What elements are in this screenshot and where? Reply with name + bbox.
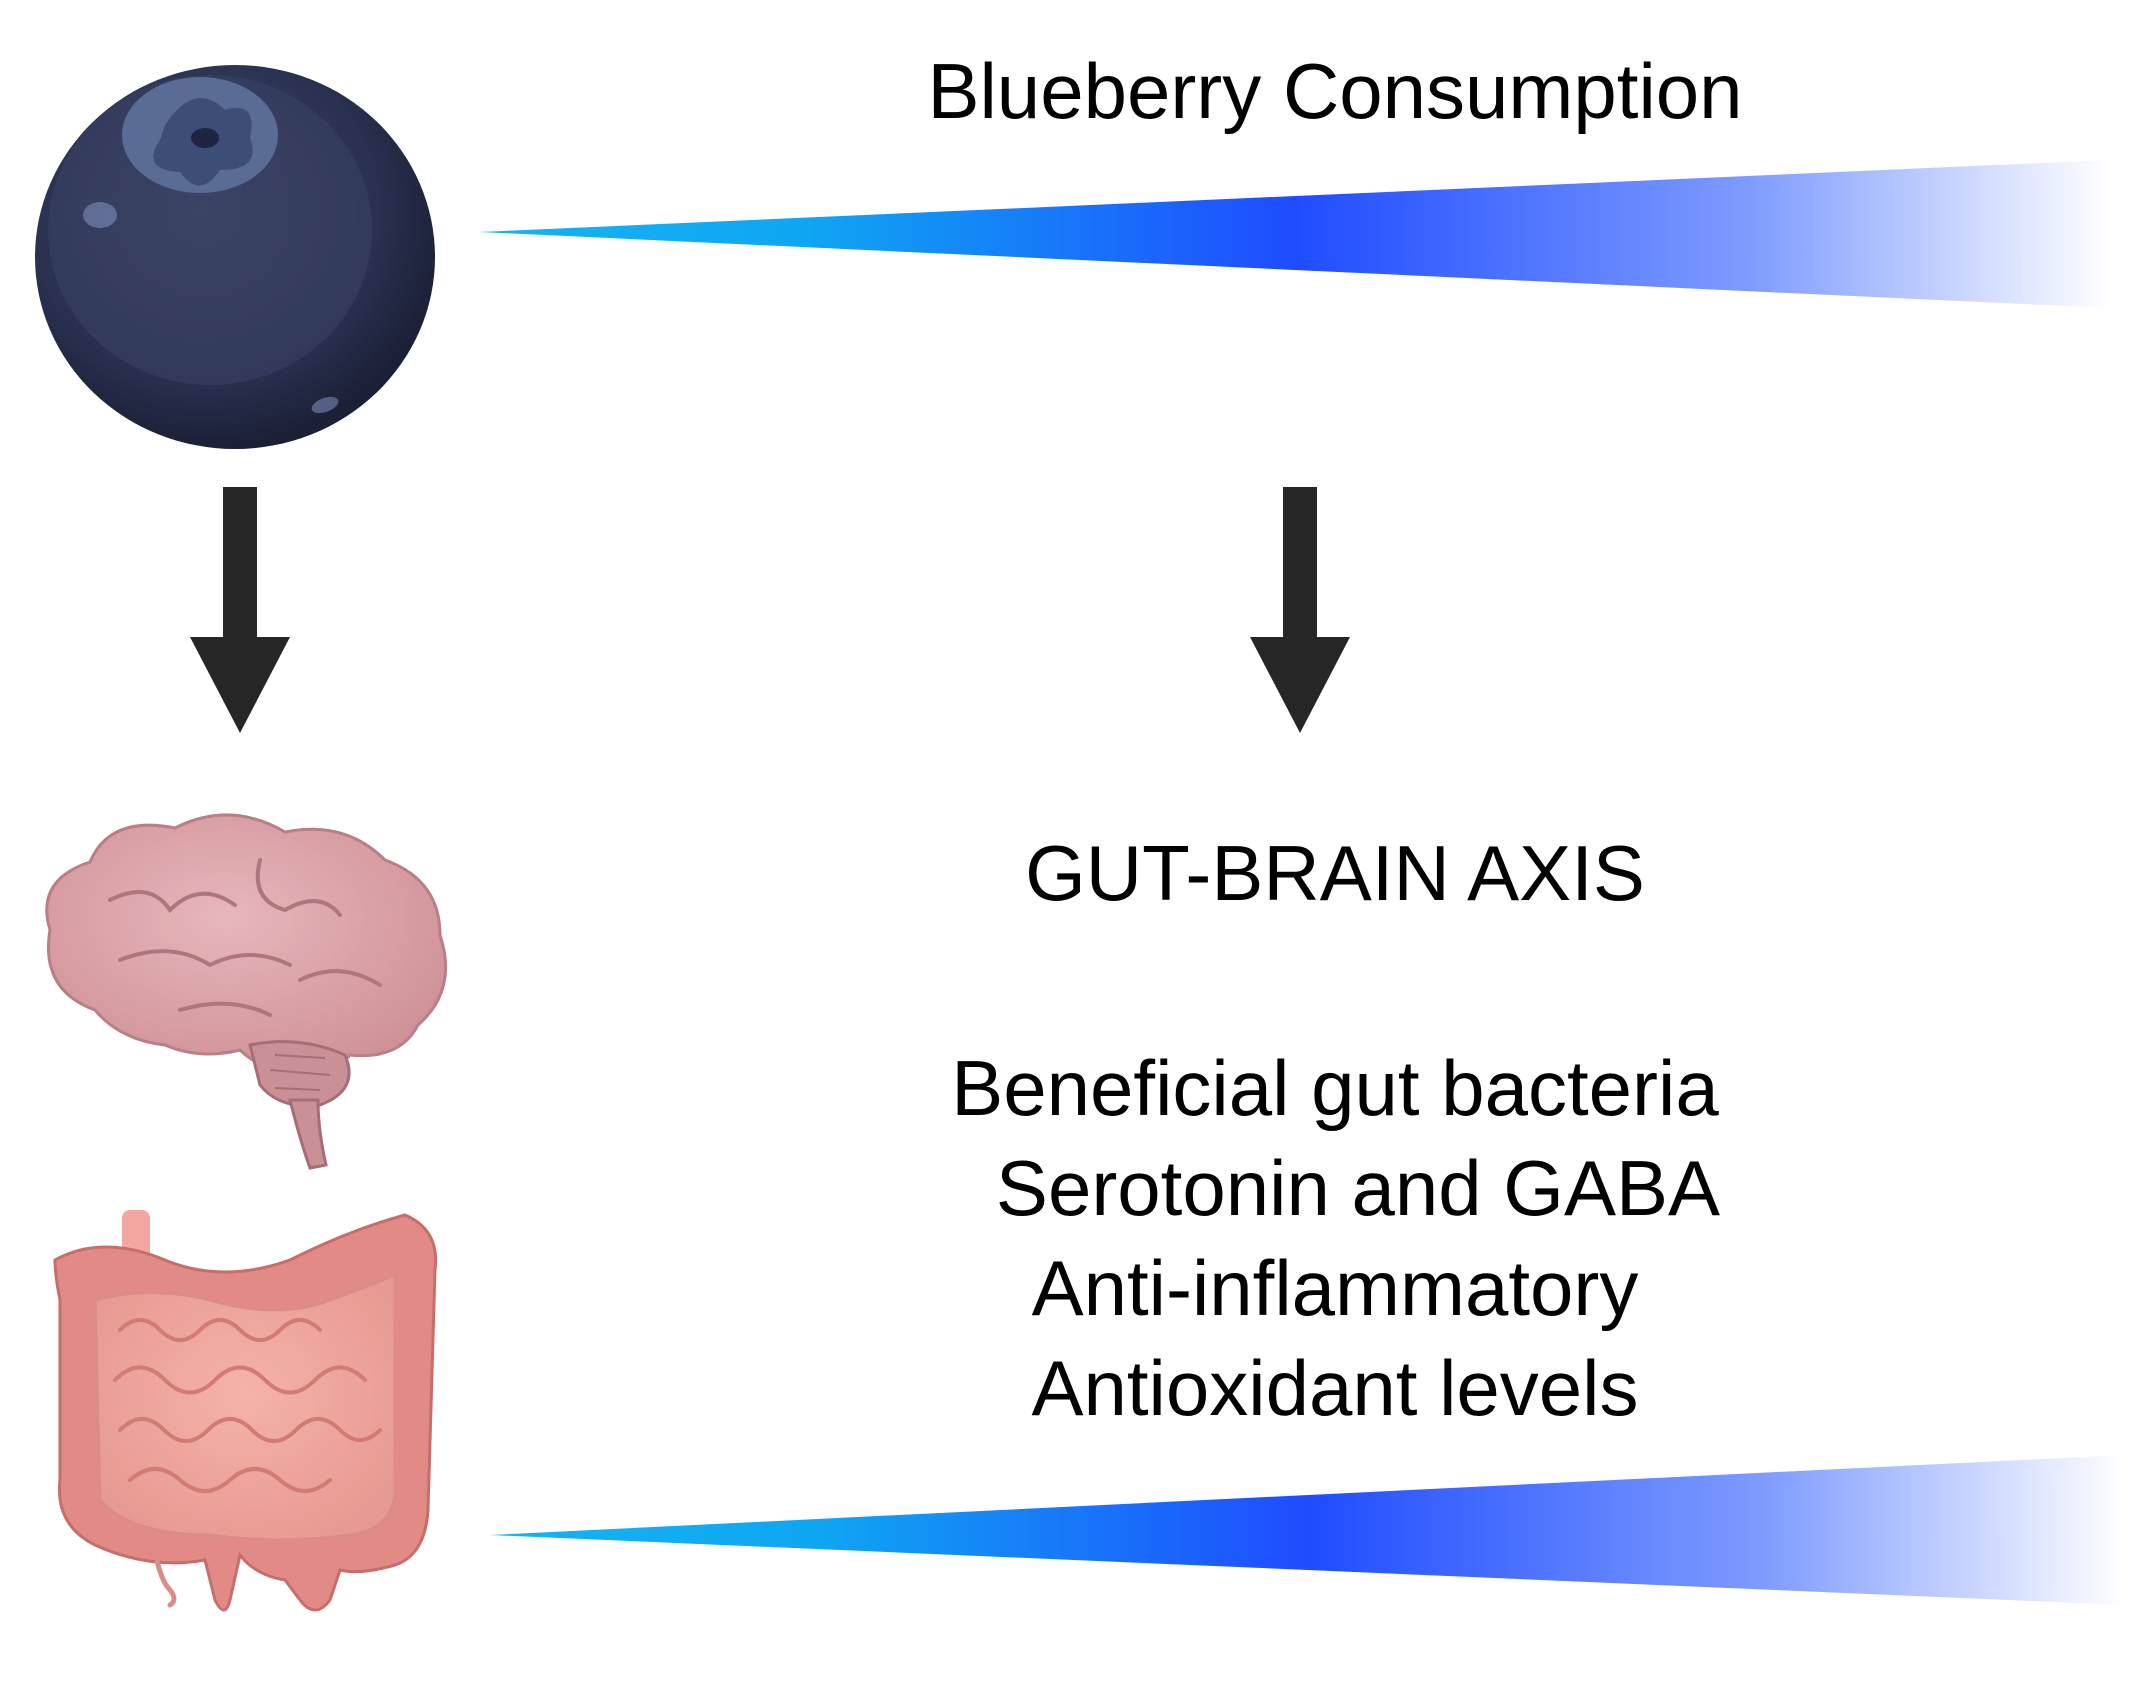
right-down-arrow xyxy=(1250,487,1350,733)
axis-label: GUT-BRAIN AXIS xyxy=(1025,829,1645,917)
effect-item: Antioxidant levels xyxy=(1031,1344,1639,1432)
intestine-icon xyxy=(53,1210,438,1612)
effects-list: Beneficial gut bacteria Serotonin and GA… xyxy=(770,1038,1900,1438)
bottom-gradient-wedge xyxy=(490,1455,2125,1605)
brain-icon xyxy=(45,813,448,1170)
blueberry-icon xyxy=(35,65,435,449)
effect-item: Beneficial gut bacteria xyxy=(951,1044,1719,1132)
diagram-title: Blueberry Consumption xyxy=(927,47,1743,135)
left-down-arrow xyxy=(190,487,290,733)
effect-item: Serotonin and GABA xyxy=(995,1144,1721,1232)
top-gradient-wedge xyxy=(480,160,2110,308)
effect-item: Anti-inflammatory xyxy=(1031,1244,1639,1332)
